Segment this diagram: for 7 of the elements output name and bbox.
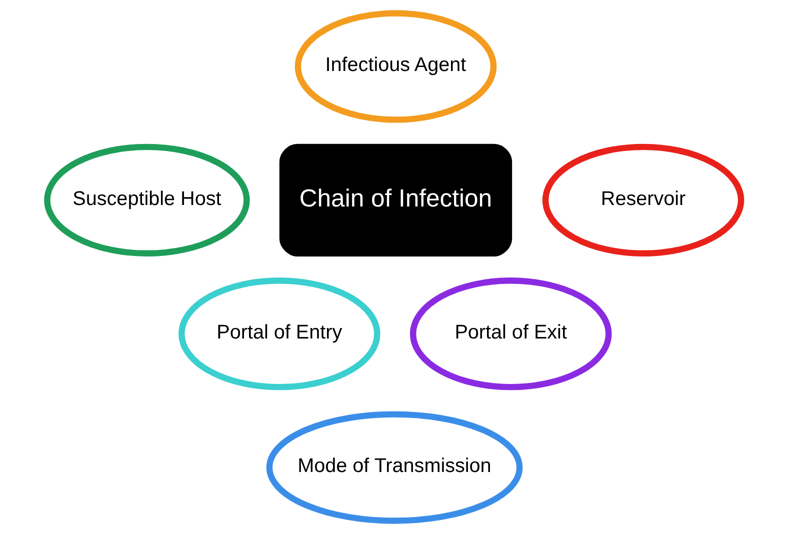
node-ellipse: Infectious Agent: [294, 10, 497, 123]
node-ellipse: Portal of Exit: [410, 278, 612, 390]
node-ellipse: Mode of Transmission: [266, 411, 523, 524]
node-ellipse: Susceptible Host: [44, 144, 250, 256]
node-ellipse: Portal of Entry: [178, 278, 380, 390]
node-ellipse: Reservoir: [542, 144, 744, 256]
node-box: Chain of Infection: [279, 144, 512, 256]
